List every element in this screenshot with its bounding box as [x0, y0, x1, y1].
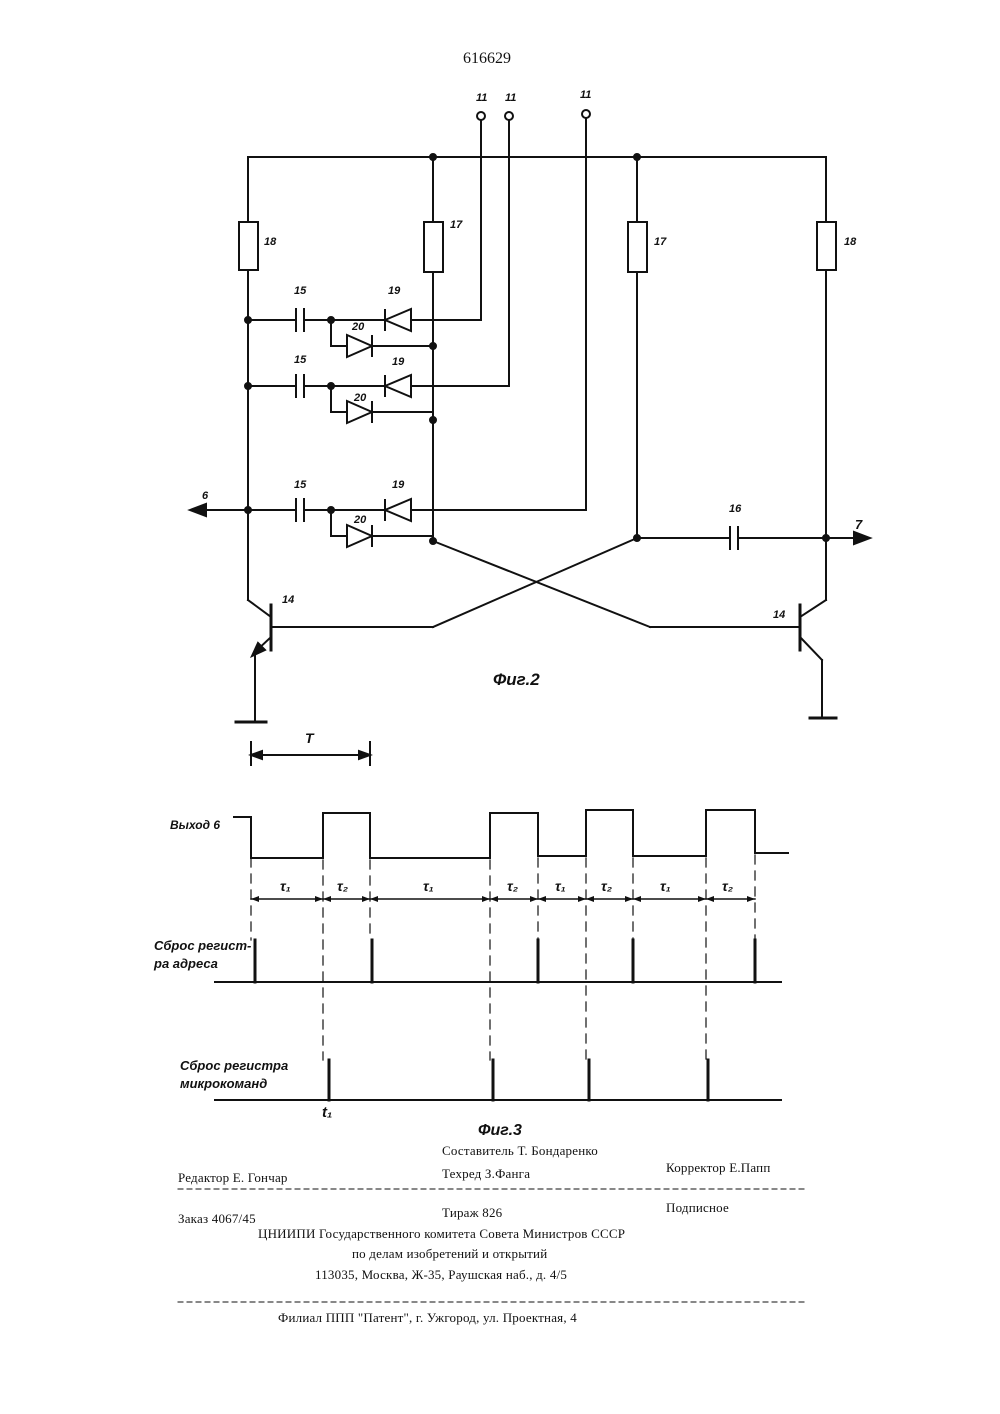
transistor-14-left: [236, 600, 433, 722]
capacitor-label: 15: [294, 354, 306, 366]
resistor-label: 17: [654, 236, 666, 248]
input-terminal-3: [411, 110, 590, 510]
transistor-label: 14: [282, 594, 294, 606]
output-6-waveform: [234, 810, 788, 858]
resistor-17-left: [424, 222, 443, 272]
diode-capacitor-stage: [248, 499, 433, 547]
diode-label: 20: [354, 514, 366, 526]
diode-label: 19: [388, 285, 400, 297]
capacitor-label: 15: [294, 285, 306, 297]
order-number: Заказ 4067/45: [178, 1211, 256, 1227]
reset-micro-label-line1: Сброс регистра: [180, 1058, 288, 1073]
diode-label: 20: [354, 392, 366, 404]
tau-label: τ₂: [601, 878, 612, 894]
capacitor-16-label: 16: [729, 503, 741, 515]
organization-line1: ЦНИИПИ Государственного комитета Совета …: [258, 1226, 625, 1242]
output-6-label: 6: [202, 490, 208, 502]
diode-capacitor-stage: [248, 375, 433, 423]
editor-credit: Редактор Е. Гончар: [178, 1170, 288, 1186]
resistor-label: 18: [264, 236, 276, 248]
corrector-credit: Корректор Е.Папп: [666, 1160, 771, 1176]
organization-line2: по делам изобретений и открытий: [352, 1246, 547, 1262]
transistor-label: 14: [773, 609, 785, 621]
terminal-11-label: 11: [505, 92, 516, 104]
figure-3-caption: Фиг.3: [478, 1122, 522, 1140]
period-label: T: [305, 730, 314, 746]
resistor-label: 17: [450, 219, 462, 231]
transistor-14-right: [650, 600, 836, 718]
diode-label: 19: [392, 479, 404, 491]
tau-label: τ₁: [660, 878, 671, 894]
resistor-17-right: [628, 222, 647, 272]
tau-label: τ₂: [337, 878, 348, 894]
organization-address: 113035, Москва, Ж-35, Раушская наб., д. …: [315, 1267, 567, 1283]
output-6-arrow: [190, 504, 206, 516]
diode-capacitor-stage: [248, 309, 433, 357]
time-marker-label: t₁: [322, 1104, 332, 1121]
subscription: Подписное: [666, 1200, 729, 1216]
diode-label: 19: [392, 356, 404, 368]
reset-micro-label-line2: микрокоманд: [180, 1076, 267, 1091]
capacitor-label: 15: [294, 479, 306, 491]
branch-address: Филиал ППП "Патент", г. Ужгород, ул. Про…: [278, 1310, 577, 1326]
diode-label: 20: [352, 321, 364, 333]
output-7-arrow: [854, 532, 870, 544]
resistor-18-left: [239, 222, 258, 270]
resistor-label: 18: [844, 236, 856, 248]
tau-label: τ₁: [555, 878, 566, 894]
resistor-18-right: [817, 222, 836, 270]
patent-number: 616629: [463, 50, 511, 68]
techred-credit: Техред З.Фанга: [442, 1166, 530, 1182]
tau-label: τ₁: [280, 878, 291, 894]
figure-2-caption: Фиг.2: [493, 670, 540, 690]
terminal-11-label: 11: [476, 92, 487, 104]
tau-label: τ₁: [423, 878, 434, 894]
compiler-credit: Составитель Т. Бондаренко: [442, 1143, 598, 1159]
reset-address-label-line1: Сброс регист-: [154, 938, 251, 953]
reset-address-label-line2: ра адреса: [154, 956, 218, 971]
terminal-11-label: 11: [580, 89, 591, 101]
output-7-label: 7: [855, 517, 862, 532]
input-terminal-1: [411, 112, 485, 320]
circulation: Тираж 826: [442, 1205, 502, 1221]
tau-label: τ₂: [722, 878, 733, 894]
output-6-signal-label: Выход 6: [170, 818, 220, 832]
tau-label: τ₂: [507, 878, 518, 894]
